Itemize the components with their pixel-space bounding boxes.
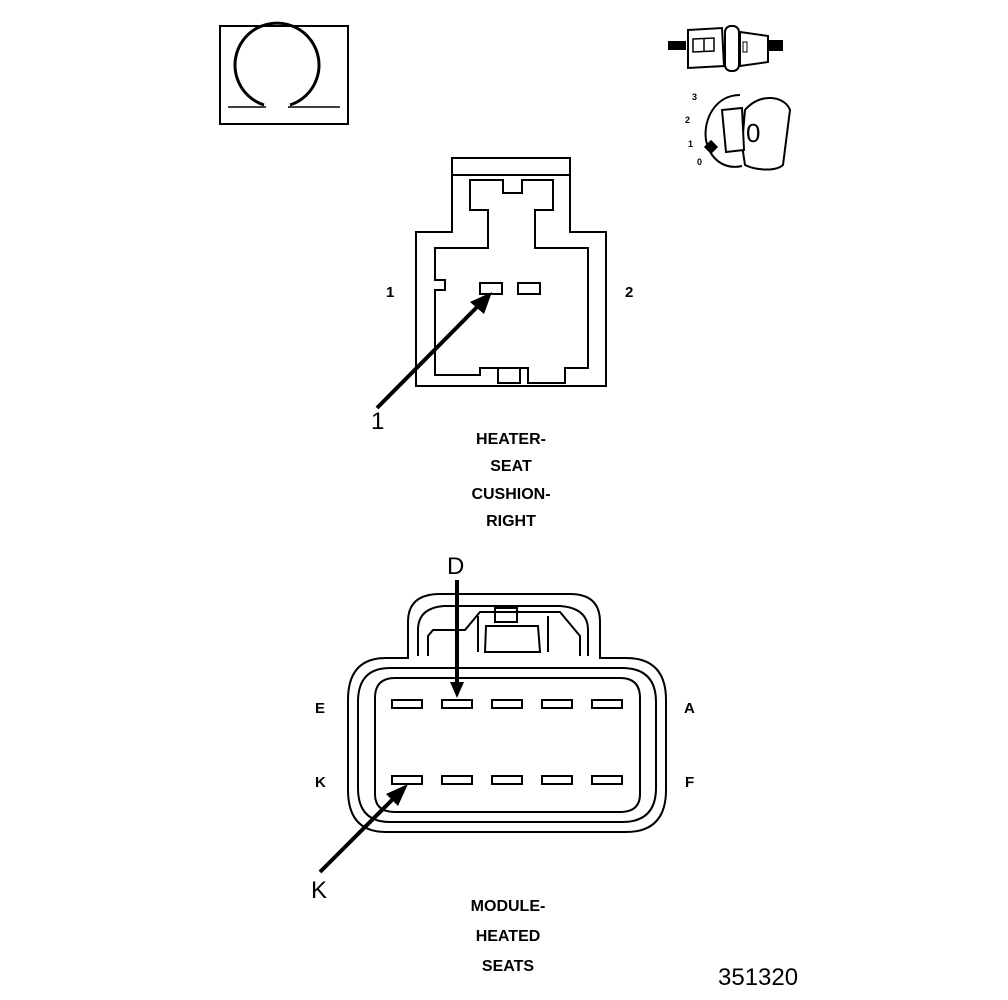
module-caption-line-1: MODULE- [470,898,546,915]
figure-number: 351320 [718,964,799,991]
callout-label-d: D [447,553,465,580]
callout-arrow-1 [375,292,492,410]
pin-label-f: F [685,774,695,791]
module-caption-line-3: SEATS [481,958,535,975]
pin-label-2: 2 [625,284,634,301]
module-heated-seats-connector [347,593,667,833]
pin-label-k: K [315,774,326,791]
ohm-symbol-icon [219,21,349,125]
pin-label-a: A [684,700,695,717]
test-lamp-connector-icon [668,25,783,72]
callout-arrow-d [450,580,464,698]
pin-label-e: E [315,700,326,717]
ignition-key-icon [703,94,792,171]
ignition-position-0: 0 [697,157,703,167]
heater-seat-caption-line-4: RIGHT [486,513,536,530]
heater-seat-connector [415,157,607,387]
module-caption-line-2: HEATED [475,928,541,945]
ignition-position-2: 2 [685,115,691,125]
heater-seat-caption-line-2: SEAT [490,458,532,475]
pin-label-1: 1 [386,284,395,301]
ignition-key-label: 0 [746,118,761,148]
callout-arrow-k [318,784,408,874]
heater-seat-caption-line-1: HEATER- [476,431,546,448]
callout-label-k: K [311,877,328,904]
ignition-position-3: 3 [692,92,698,102]
heater-seat-caption-line-3: CUSHION- [471,486,551,503]
ignition-position-1: 1 [688,139,694,149]
callout-label-1: 1 [371,408,385,435]
